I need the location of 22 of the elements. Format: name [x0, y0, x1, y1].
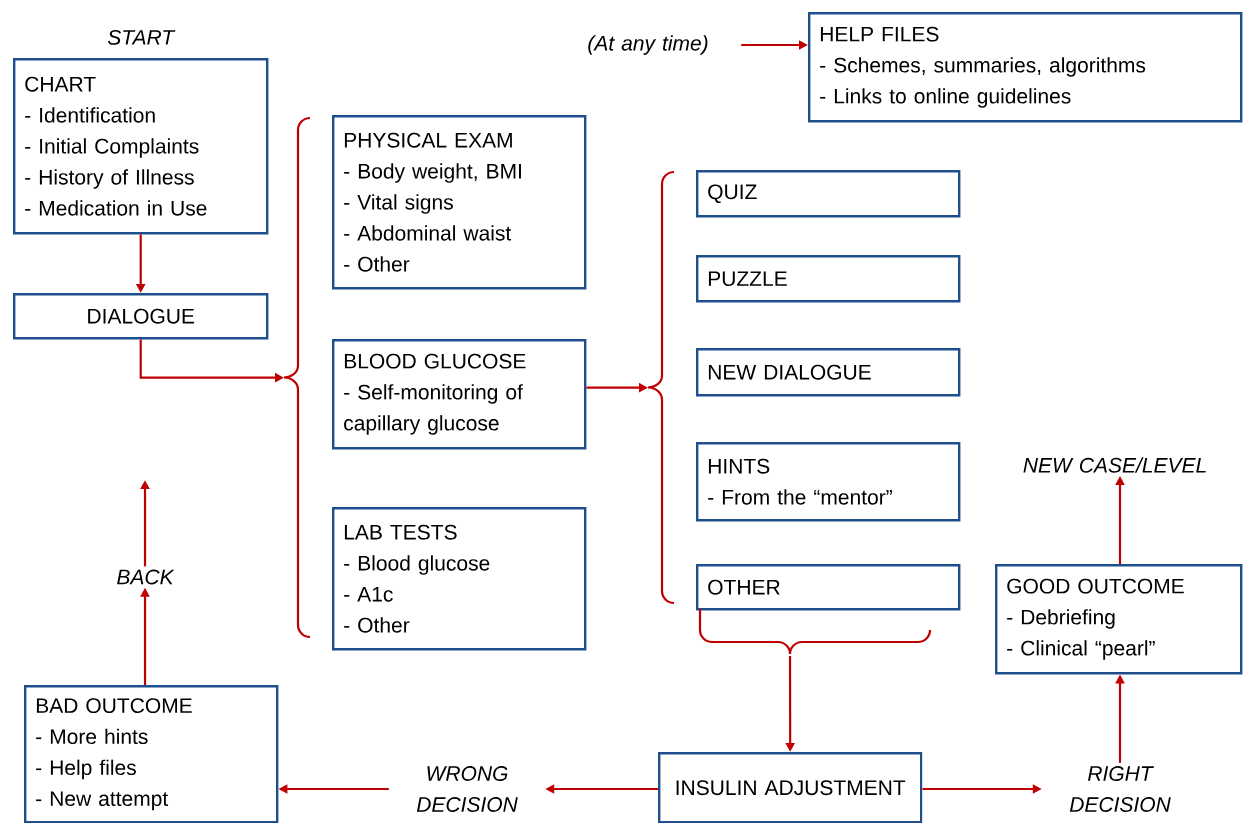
- bracket: [282, 116, 311, 639]
- process-box: HELP FILES - Schemes, summaries, algorithms - Links to online guidelines: [808, 12, 1243, 123]
- step-label: BACK: [117, 569, 175, 585]
- process-box: CHART - Identification - Initial Complaints - History of Illness - Medication in Use: [13, 58, 269, 235]
- step-label: (At any time): [588, 35, 708, 55]
- process-box: BAD OUTCOME - More hints - Help files - New attempt: [24, 685, 279, 823]
- process-box: NEW DIALOGUE: [696, 348, 961, 397]
- bracket: [646, 170, 675, 605]
- step-label: WRONG DECISION: [416, 766, 518, 812]
- step-label: NEW CASE/LEVEL: [1023, 457, 1206, 473]
- process-box: PHYSICAL EXAM - Body weight, BMI - Vital signs - Abdominal waist - Other: [332, 115, 587, 290]
- process-box: OTHER: [696, 564, 961, 611]
- process-box: HINTS - From the “mentor”: [696, 442, 961, 522]
- process-box: PUZZLE: [696, 255, 961, 303]
- step-label: RIGHT DECISION: [1069, 766, 1171, 812]
- process-box: GOOD OUTCOME - Debriefing - Clinical “pearl”: [995, 564, 1243, 675]
- process-box: BLOOD GLUCOSE - Self-monitoring of capillary glucose: [332, 339, 587, 450]
- start-label: START: [107, 29, 176, 45]
- process-box: QUIZ: [696, 170, 961, 218]
- process-box: INSULIN ADJUSTMENT: [658, 752, 923, 823]
- process-box: DIALOGUE: [13, 293, 269, 340]
- process-box: LAB TESTS - Blood glucose - A1c - Other: [332, 507, 587, 651]
